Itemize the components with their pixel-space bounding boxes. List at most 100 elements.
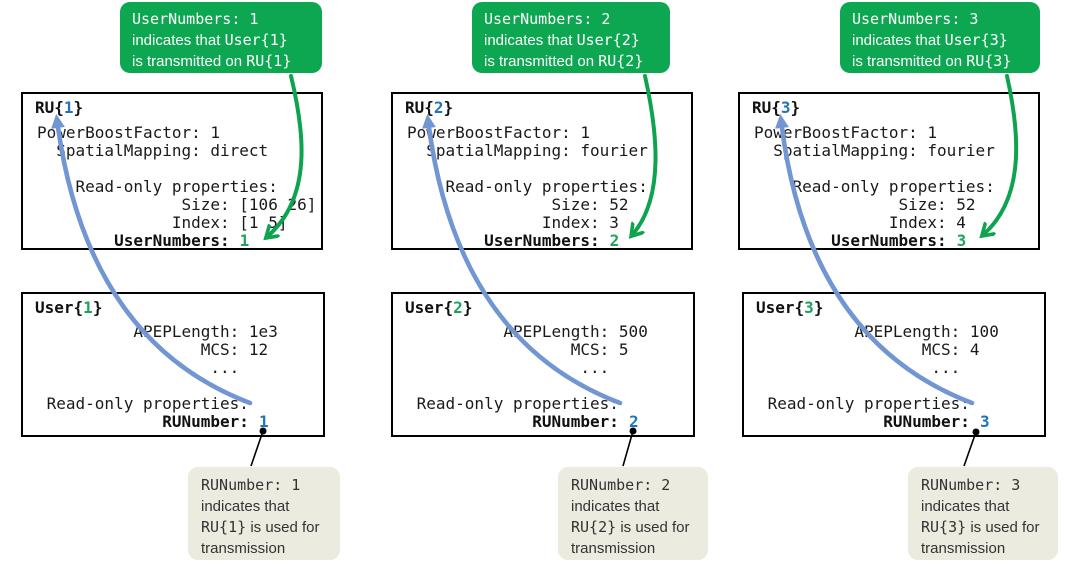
- property-row: [407, 377, 693, 395]
- callout-text: indicates that: [571, 498, 660, 515]
- property-row: Index: 3: [407, 213, 619, 232]
- ru-box-2: RU{2} PowerBoostFactor: 1 SpatialMapping…: [391, 92, 693, 250]
- usernumbers-callout-3: UserNumbers: 3 indicates that User{3} is…: [840, 2, 1040, 73]
- callout-code: RU{3}: [921, 518, 967, 536]
- callout-text: indicates that: [921, 498, 1010, 515]
- property-row: Read-only properties:: [37, 177, 278, 196]
- property-row: PowerBoostFactor: 1: [407, 123, 591, 142]
- user-box-title: User{1}: [35, 298, 103, 317]
- runumber-label: RUNumber:: [883, 412, 970, 431]
- callout-text: is used for: [246, 519, 320, 536]
- callout-code-line: UserNumbers: 3: [852, 10, 979, 28]
- usernumbers-value: 1: [239, 231, 250, 250]
- property-row: Read-only properties:: [407, 394, 619, 413]
- ru-index-number: 2: [433, 98, 444, 117]
- usernumbers-label: UserNumbers:: [484, 231, 600, 250]
- property-row: APEPLength: 1e3: [37, 322, 278, 341]
- runumber-row: RUNumber:1: [37, 413, 323, 431]
- runumber-label: RUNumber:: [532, 412, 619, 431]
- property-row: [754, 160, 1038, 178]
- property-row: [37, 377, 323, 395]
- property-row: SpatialMapping: direct: [37, 141, 269, 160]
- property-row: SpatialMapping: fourier: [407, 141, 648, 160]
- callout-code: RU{1}: [201, 518, 247, 536]
- callout-code: RU{1}: [246, 52, 292, 70]
- ru-properties: PowerBoostFactor: 1 SpatialMapping: four…: [393, 124, 691, 250]
- user-box-title: User{3}: [756, 298, 824, 317]
- ru-box-title: RU{3}: [752, 98, 801, 117]
- callout-text: is transmitted on: [484, 53, 599, 70]
- property-row: SpatialMapping: fourier: [754, 141, 995, 160]
- property-row: Size: 52: [407, 195, 629, 214]
- ru-box-3: RU{3} PowerBoostFactor: 1 SpatialMapping…: [738, 92, 1040, 250]
- property-row: Size: 52: [754, 195, 976, 214]
- user-index-number: 1: [83, 298, 93, 317]
- callout-code: User{3}: [944, 31, 1008, 49]
- callout-code-line: UserNumbers: 2: [484, 10, 611, 28]
- property-row: APEPLength: 500: [407, 322, 648, 341]
- property-row: [758, 377, 1044, 395]
- property-row: APEPLength: 100: [758, 322, 999, 341]
- property-row: MCS: 4: [758, 340, 980, 359]
- callout-code-line: RUNumber: 2: [571, 476, 671, 494]
- property-row: ...: [758, 358, 961, 377]
- usernumbers-label: UserNumbers:: [831, 231, 947, 250]
- callout-code: User{2}: [576, 31, 640, 49]
- ru-box-1: RU{1} PowerBoostFactor: 1 SpatialMapping…: [21, 92, 323, 250]
- runumber-callout-3: RUNumber: 3 indicates that RU{3} is used…: [908, 467, 1058, 560]
- callout-code-line: RUNumber: 3: [921, 476, 1021, 494]
- property-row: ...: [37, 358, 240, 377]
- runumber-value: 3: [979, 412, 990, 431]
- ru-box-title: RU{1}: [35, 98, 84, 117]
- runumber-callout-2: RUNumber: 2 indicates that RU{2} is used…: [558, 467, 708, 560]
- property-row: ...: [407, 358, 610, 377]
- ru-properties: PowerBoostFactor: 1 SpatialMapping: four…: [740, 124, 1038, 250]
- property-row: Index: [1 5]: [37, 213, 288, 232]
- usernumbers-row: UserNumbers: 3: [754, 232, 1038, 250]
- callout-code-line: RUNumber: 1: [201, 476, 301, 494]
- callout-text: indicates that: [201, 498, 290, 515]
- callout-text: transmission: [921, 540, 1006, 557]
- property-row: Read-only properties:: [754, 177, 995, 196]
- runumber-row: RUNumber: 2: [407, 413, 693, 431]
- callout-code: User{1}: [224, 31, 288, 49]
- ru-box-title: RU{2}: [405, 98, 454, 117]
- callout-code-line: UserNumbers: 1: [132, 10, 259, 28]
- runumber-label: RUNumber:: [162, 412, 249, 431]
- user-properties: APEPLength: 1e3 MCS: 12 ... Read-only pr…: [23, 323, 323, 431]
- usernumbers-callout-1: UserNumbers: 1 indicates that User{1} is…: [120, 2, 322, 73]
- callout-text: indicates that: [852, 32, 945, 49]
- user-box-1: User{1} APEPLength: 1e3 MCS: 12 ... Read…: [21, 292, 325, 437]
- runumber-value: 2: [628, 412, 639, 431]
- property-row: Index: 4: [754, 213, 966, 232]
- user-box-3: User{3} APEPLength: 100 MCS: 4 ... Read-…: [742, 292, 1046, 437]
- ru-index-number: 3: [780, 98, 791, 117]
- callout-code: RU{3}: [966, 52, 1012, 70]
- property-row: Size: [106 26]: [37, 195, 317, 214]
- user-index-number: 3: [804, 298, 814, 317]
- callout-text: is used for: [616, 519, 690, 536]
- user-properties: APEPLength: 100 MCS: 4 ... Read-only pro…: [744, 323, 1044, 431]
- property-row: [407, 160, 691, 178]
- user-box-2: User{2} APEPLength: 500 MCS: 5 ... Read-…: [391, 292, 695, 437]
- user-box-title: User{2}: [405, 298, 473, 317]
- user-properties: APEPLength: 500 MCS: 5 ... Read-only pro…: [393, 323, 693, 431]
- ru-index-number: 1: [63, 98, 74, 117]
- callout-text: transmission: [201, 540, 286, 557]
- connector-line-3: [963, 431, 977, 467]
- property-row: Read-only properties:: [37, 394, 249, 413]
- property-row: Read-only properties:: [758, 394, 970, 413]
- callout-text: transmission: [571, 540, 656, 557]
- runumber-row: RUNumber: 3: [758, 413, 1044, 431]
- callout-code: RU{2}: [598, 52, 644, 70]
- property-row: PowerBoostFactor: 1: [754, 123, 938, 142]
- usernumbers-value: 2: [609, 231, 620, 250]
- usernumbers-label: UserNumbers:: [114, 231, 230, 250]
- usernumbers-value: 3: [956, 231, 967, 250]
- callout-text: is transmitted on: [132, 53, 247, 70]
- runumber-callout-1: RUNumber: 1 indicates that RU{1} is used…: [188, 467, 340, 560]
- ru-properties: PowerBoostFactor: 1 SpatialMapping: dire…: [23, 124, 321, 250]
- property-row: PowerBoostFactor: 1: [37, 123, 221, 142]
- callout-code: RU{2}: [571, 518, 617, 536]
